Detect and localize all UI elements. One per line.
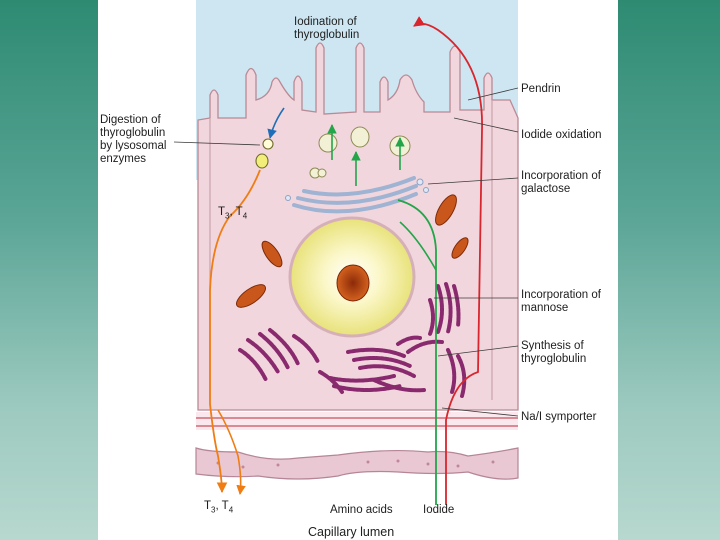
figure-panel: Iodination of thyroglobulin Pendrin Iodi… — [98, 0, 618, 540]
endocytosis-arrow — [267, 107, 285, 139]
label-iodide: Iodide — [423, 504, 455, 516]
hormone-release-arrow — [209, 169, 261, 494]
label-galactose: Incorporation of galactose — [521, 170, 601, 195]
golgi-apparatus — [292, 176, 418, 214]
label-amino-acids: Amino acids — [330, 504, 393, 516]
label-digestion: Digestion of thyroglobulin by lysosomal … — [100, 114, 167, 165]
label-leader-lines — [173, 87, 519, 417]
hormone-release-arrow-2 — [217, 409, 246, 495]
label-mannose: Incorporation of mannose — [521, 289, 601, 314]
amino-acid-to-rer — [399, 221, 437, 271]
golgi-vesicles — [285, 178, 429, 201]
label-synthesis: Synthesis of thyroglobulin — [521, 340, 587, 365]
label-t3-t4-upper: T3, T4 — [218, 206, 248, 221]
amino-acid-pathway — [397, 199, 437, 505]
label-symporter: Na/I symporter — [521, 411, 597, 423]
basement-membrane — [196, 412, 518, 430]
capillary-endothelium — [195, 447, 519, 480]
label-pendrin: Pendrin — [521, 83, 561, 95]
iodide-pathway-arrow — [413, 16, 483, 505]
nucleolus — [336, 264, 370, 302]
label-capillary-lumen: Capillary lumen — [308, 525, 395, 539]
label-t3-t4-lower: T3, T4 — [204, 500, 234, 515]
rough-endoplasmic-reticulum — [238, 282, 467, 398]
label-iodination: Iodination of thyroglobulin — [294, 16, 360, 41]
lysosome — [255, 138, 274, 169]
label-iodide-oxidation: Iodide oxidation — [521, 129, 602, 141]
mitochondria — [236, 194, 469, 308]
thyroid-follicular-cell-diagram — [173, 0, 519, 505]
